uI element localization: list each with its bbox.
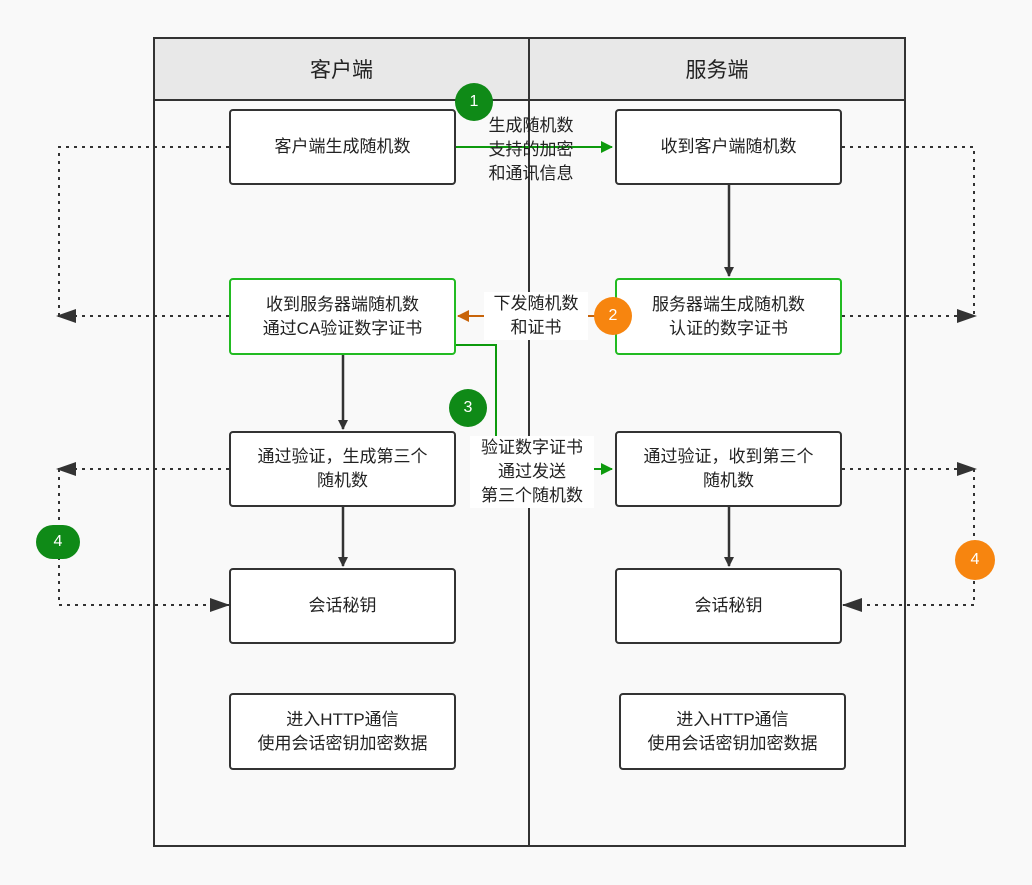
client-http-box: 进入HTTP通信 使用会话密钥加密数据: [229, 693, 456, 770]
client-random-box: 客户端生成随机数: [229, 109, 456, 185]
dotted-right-to-server-session: [842, 469, 975, 612]
server-receive-box: 收到客户端随机数: [615, 109, 842, 185]
server-http-box: 进入HTTP通信 使用会话密钥加密数据: [619, 693, 846, 770]
server-session-key-box: 会话秘钥: [615, 568, 842, 644]
dotted-left-to-client-session: [58, 469, 230, 612]
step1-note: 生成随机数 支持的加密 和通讯信息: [488, 116, 574, 183]
server-lane-title: 服务端: [530, 39, 904, 101]
step-4-right-badge: 4: [955, 540, 995, 580]
dotted-server-receive-to-right: [842, 146, 975, 316]
server-cert-box: 服务器端生成随机数 认证的数字证书: [615, 278, 842, 355]
step-4-left-badge: 4: [36, 525, 80, 559]
step-3-badge: 3: [449, 389, 487, 427]
step-1-badge: 1: [455, 83, 493, 121]
dotted-client-random-to-left: [58, 146, 229, 316]
server-third-random-box: 通过验证，收到第三个 随机数: [615, 431, 842, 507]
step3-note: 验证数字证书 通过发送 第三个随机数: [470, 436, 594, 508]
client-verify-box: 收到服务器端随机数 通过CA验证数字证书: [229, 278, 456, 355]
step2-note: 下发随机数 和证书: [484, 292, 588, 340]
client-third-random-box: 通过验证，生成第三个 随机数: [229, 431, 456, 507]
client-session-key-box: 会话秘钥: [229, 568, 456, 644]
step-2-badge: 2: [594, 297, 632, 335]
